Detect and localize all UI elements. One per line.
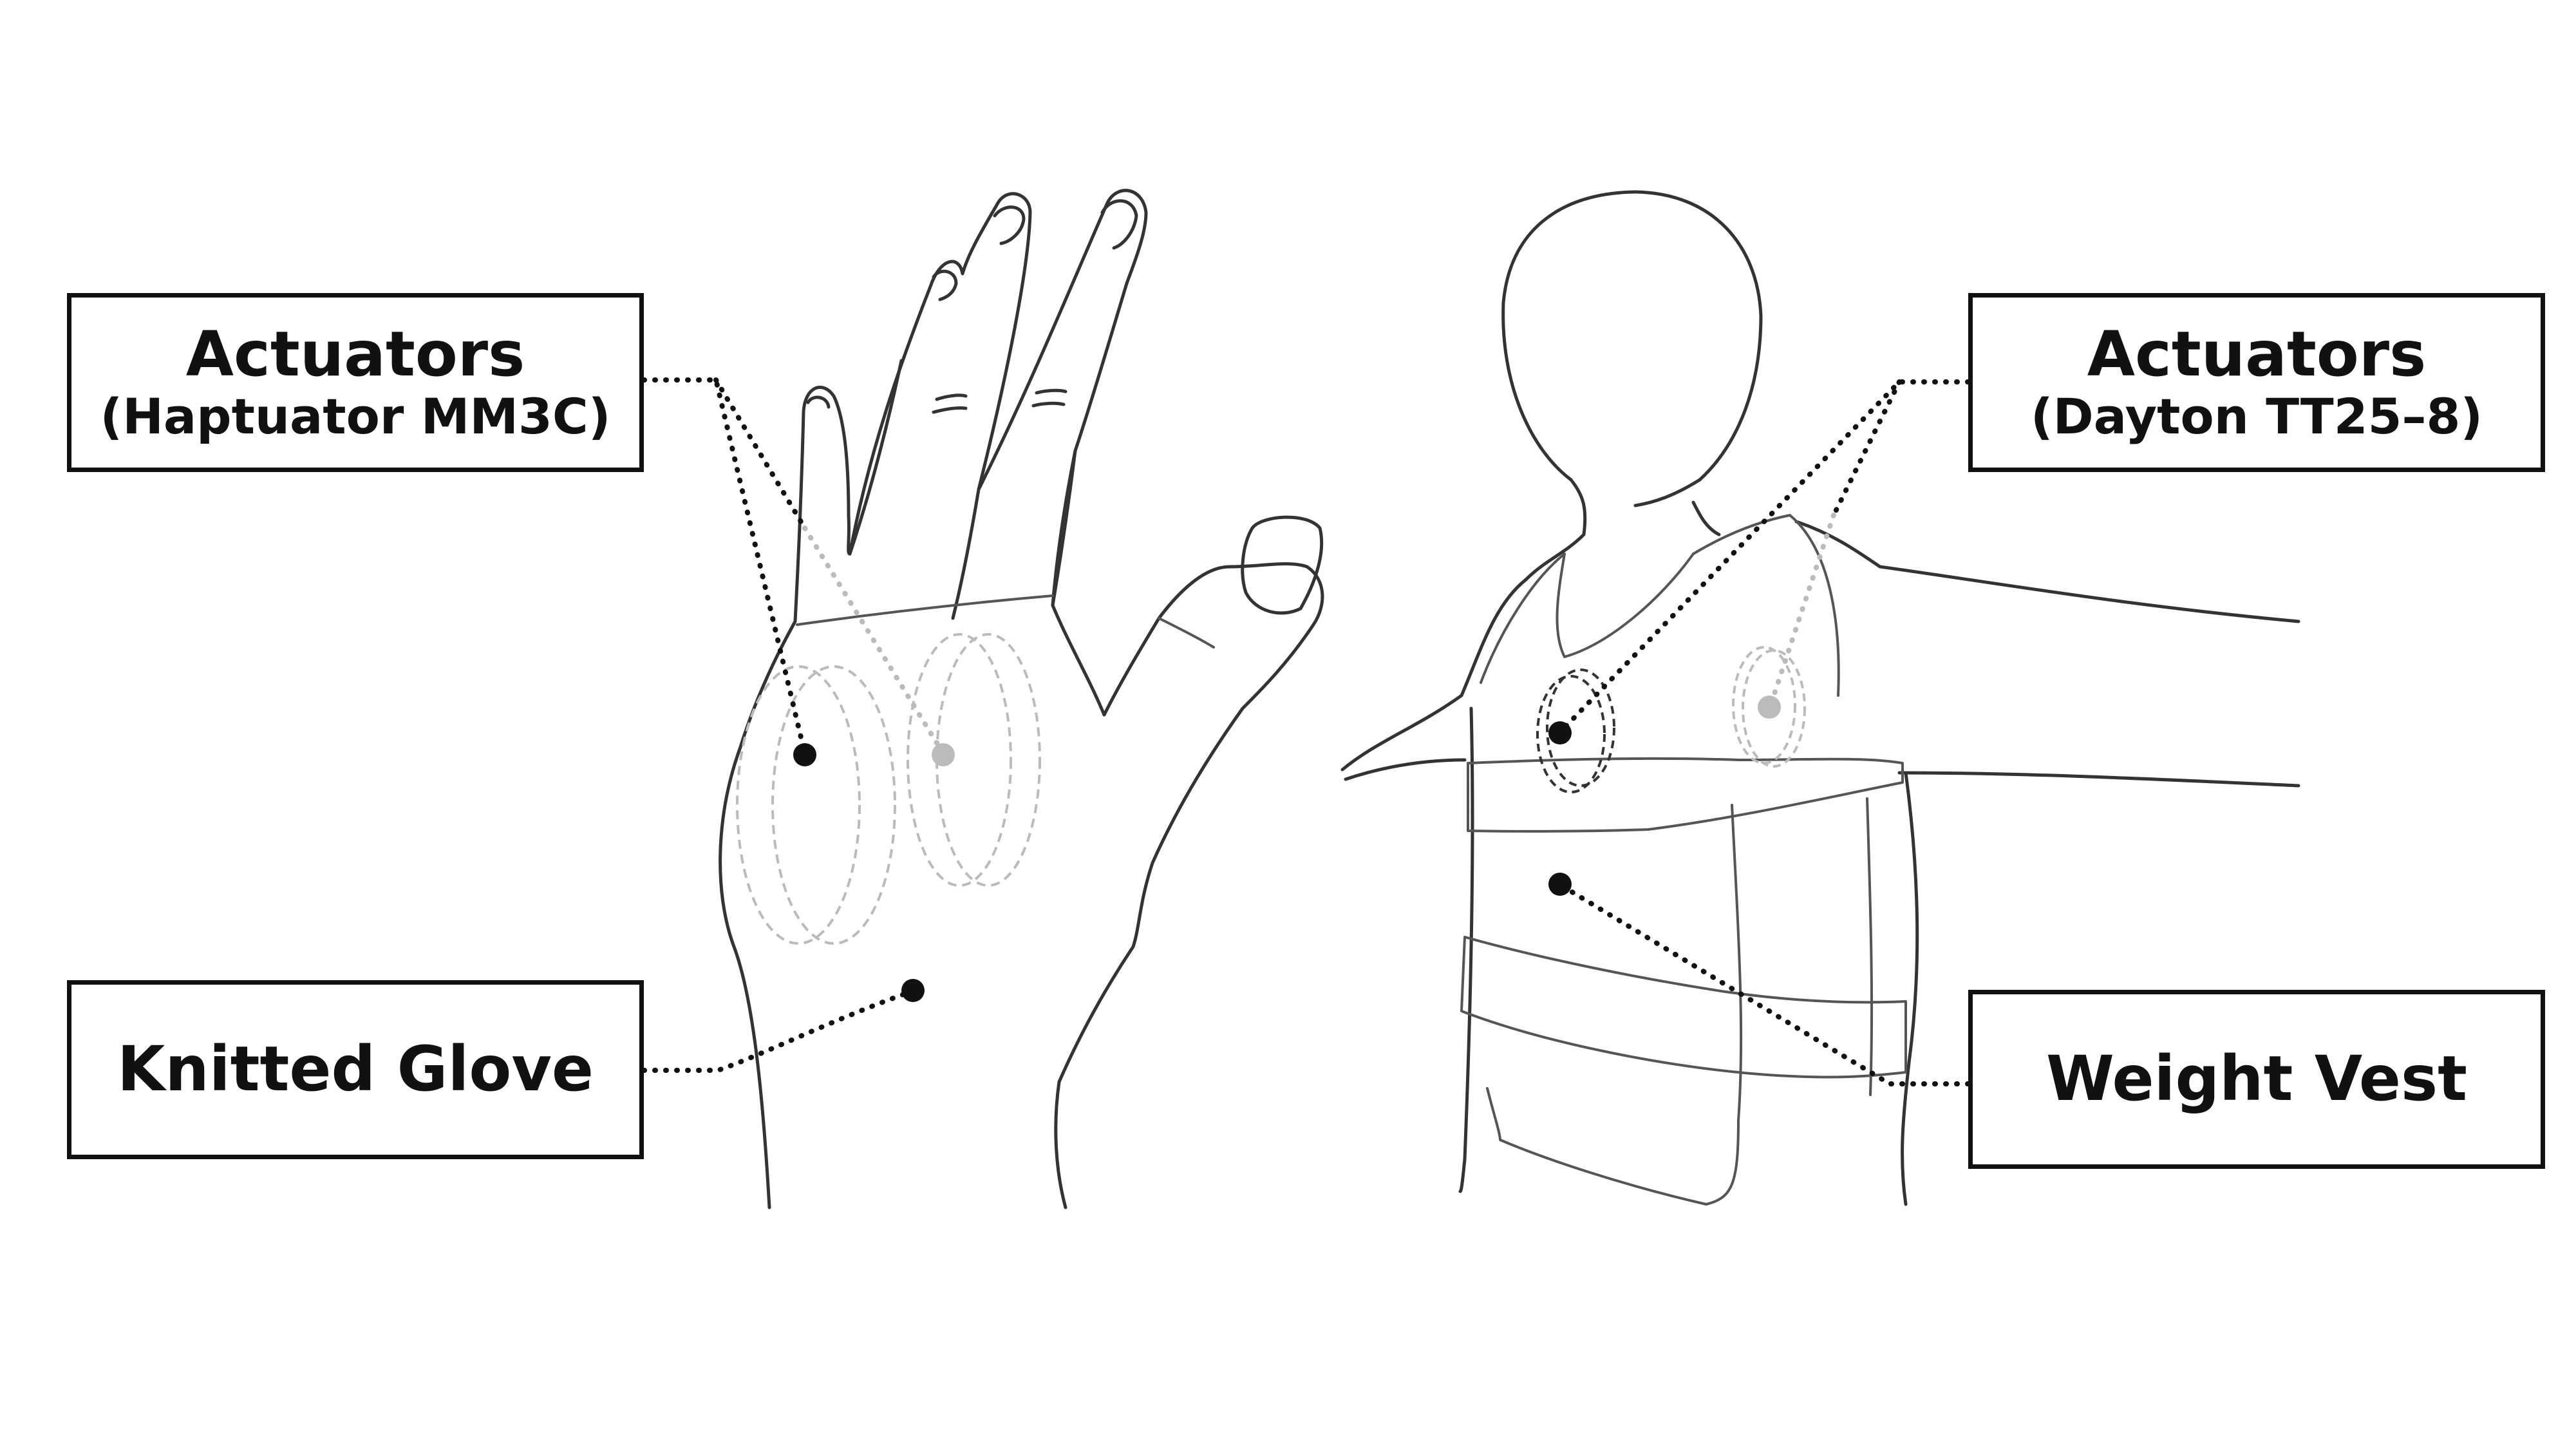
label-vest-actuators-subtitle: (Dayton TT25–8)	[2030, 388, 2483, 446]
neck-left	[1524, 478, 1587, 582]
vest-upper-strap	[1467, 757, 1904, 833]
leader-glove	[641, 989, 914, 1073]
vest-neckline	[1556, 553, 1695, 658]
knuckle-wrinkle-2	[932, 406, 968, 414]
label-weight-vest-title: Weight Vest	[2045, 1043, 2468, 1115]
knuckle-wrinkle-3	[1035, 388, 1067, 395]
leader-glove-actuator-back	[713, 377, 807, 531]
vest-actuator-front	[1536, 668, 1615, 793]
glove-actuator-front-2	[771, 665, 896, 945]
finger-line-index	[1051, 449, 1077, 607]
leader-glove-actuator-back-hidden	[802, 526, 946, 756]
glove-actuator-outlines	[736, 633, 1041, 945]
label-knitted-glove-title: Knitted Glove	[117, 1033, 594, 1106]
endpoint-vest-actuator-back	[1758, 696, 1781, 719]
endpoint-glove-actuator-back	[932, 743, 955, 766]
fingernail-index	[1100, 199, 1138, 250]
label-glove-actuators: Actuators (Haptuator MM3C)	[67, 293, 644, 472]
vest-right-strap	[1692, 514, 1840, 697]
vest-right-panel	[1705, 804, 1743, 1206]
hand-outline	[719, 189, 1324, 1209]
leader-vest-actuator-front	[1559, 379, 1971, 734]
neck-right	[1691, 500, 1721, 536]
vest-drawing	[1460, 514, 1907, 1206]
vest-actuator-front-outer	[1536, 675, 1606, 793]
endpoint-vest-actuator-front	[1548, 721, 1572, 744]
thumbnail	[1241, 515, 1324, 615]
label-glove-actuators-subtitle: (Haptuator MM3C)	[100, 388, 611, 446]
glove-actuator-front-1	[736, 665, 861, 945]
leader-vest-actuator-back-hidden	[1768, 513, 1836, 708]
label-glove-actuators-title: Actuators	[185, 317, 525, 390]
label-weight-vest: Weight Vest	[1968, 990, 2545, 1169]
label-knitted-glove: Knitted Glove	[67, 980, 644, 1159]
left-arm-lower	[1344, 758, 1467, 781]
left-shoulder	[1340, 578, 1528, 772]
right-arm-lower	[1897, 771, 2300, 788]
vest-lower-strap	[1460, 936, 1907, 1079]
knuckle-wrinkle-4	[1031, 401, 1066, 408]
right-arm-upper	[1794, 520, 2300, 623]
fingernail-ring	[932, 269, 958, 301]
leader-vest-actuator-back	[1831, 379, 1902, 518]
glove-edges	[796, 594, 1215, 649]
label-vest-actuators: Actuators (Dayton TT25–8)	[1968, 293, 2545, 472]
vest-right-edge	[1866, 797, 1874, 1096]
knuckle-wrinkle-1	[935, 393, 968, 401]
label-vest-actuators-title: Actuators	[2087, 317, 2427, 390]
torso-drawing	[1340, 190, 2300, 1206]
torso-right	[1901, 771, 1919, 1206]
leader-glove-actuator-front	[641, 377, 807, 756]
fingernail-pinky	[806, 395, 831, 409]
vest-actuator-front-inner	[1546, 668, 1615, 787]
torso-left	[1458, 706, 1474, 1193]
head-outline	[1501, 190, 1763, 507]
hand-drawing	[719, 189, 1324, 1209]
vest-left-strap	[1480, 553, 1566, 684]
glove-thumb-edge	[1158, 617, 1215, 649]
vest-actuator-back-inner	[1742, 649, 1806, 768]
leader-endpoints	[793, 696, 1781, 1002]
endpoint-glove-actuator-front	[793, 743, 816, 766]
leader-lines	[641, 377, 1971, 1086]
finger-line-middle	[951, 488, 981, 620]
vest-actuator-back	[1732, 646, 1806, 768]
vest-left-hem	[1486, 1087, 1707, 1206]
glove-finger-edge	[796, 594, 1054, 626]
finger-line-ring	[848, 359, 903, 556]
leader-vest	[1559, 883, 1971, 1086]
fingernail-middle	[993, 205, 1026, 245]
glove-actuator-back-1	[907, 633, 1012, 887]
endpoint-glove	[901, 979, 925, 1002]
endpoint-vest	[1548, 873, 1572, 896]
